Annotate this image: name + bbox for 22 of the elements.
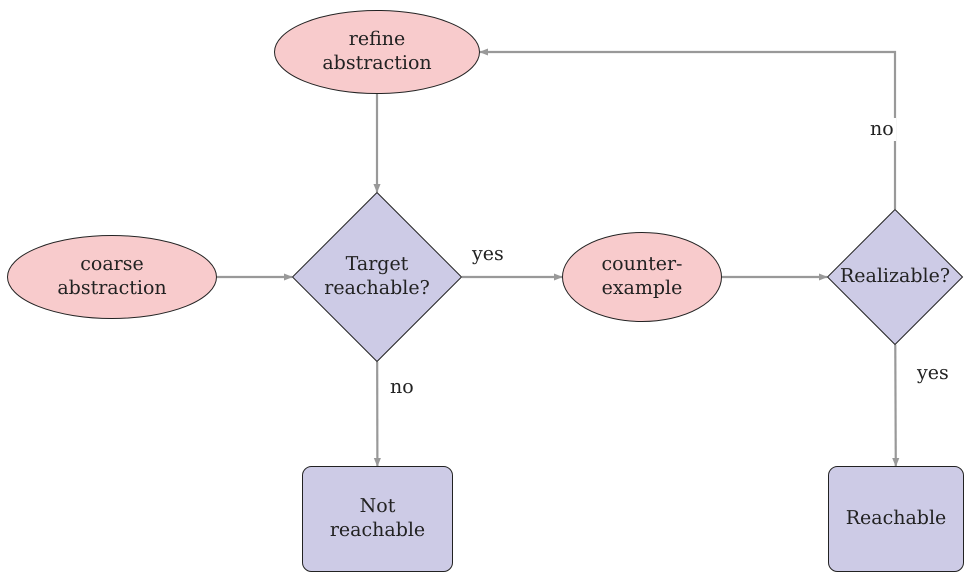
process-ellipse — [562, 232, 722, 322]
decision-diamond — [292, 192, 462, 362]
node-label: coarse abstraction — [56, 253, 168, 301]
arrow — [373, 94, 381, 193]
arrow — [479, 48, 896, 209]
decision-diamond — [827, 209, 963, 345]
terminal-box — [828, 466, 964, 572]
node-label: counter-example — [600, 253, 684, 301]
arrow — [462, 273, 563, 281]
arrow — [722, 273, 828, 281]
node-label: Reachable — [844, 507, 948, 531]
node-label: Target reachable? — [323, 253, 431, 301]
process-ellipse — [7, 235, 217, 319]
terminal-box — [302, 466, 453, 572]
node-label: Not reachable — [328, 495, 426, 543]
arrow — [892, 344, 900, 467]
edge-label: no — [868, 118, 896, 141]
node-label: Realizable? — [838, 265, 952, 289]
node-label: refine abstraction — [321, 28, 433, 76]
arrow — [217, 273, 293, 281]
arrow — [374, 362, 381, 467]
process-ellipse — [274, 10, 480, 94]
